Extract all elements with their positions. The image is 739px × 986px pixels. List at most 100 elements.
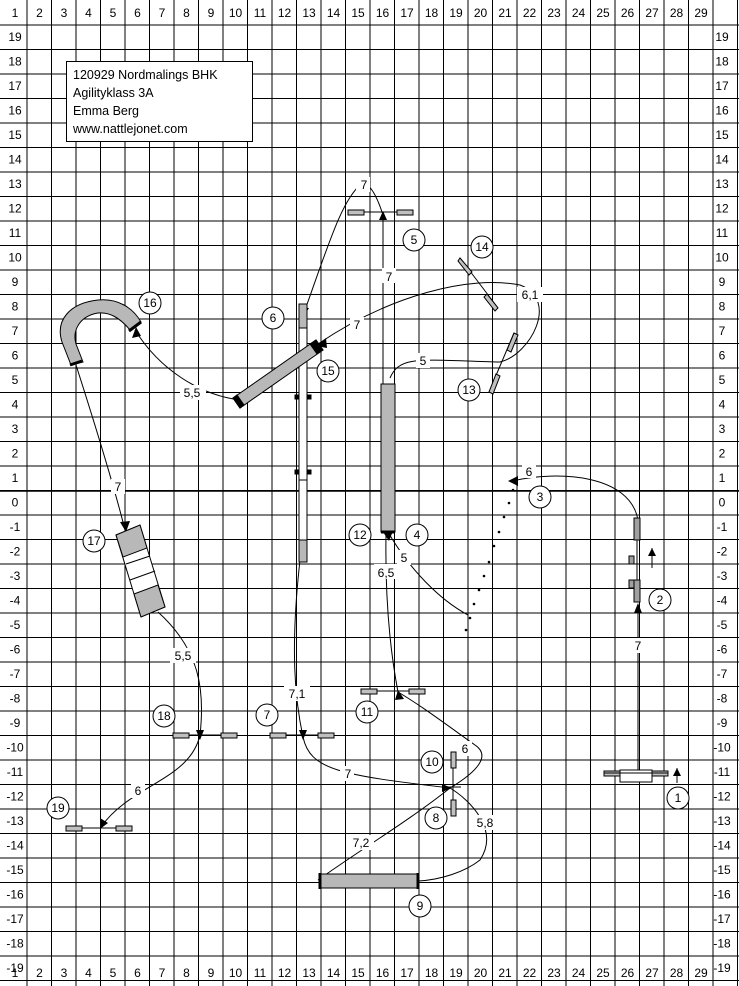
- obstacle-number: 19: [46, 796, 70, 820]
- column-label-top: 15: [351, 6, 365, 20]
- column-label-bottom: 12: [278, 966, 292, 980]
- row-label-right: 9: [719, 275, 726, 289]
- row-label-left: -8: [10, 692, 21, 706]
- row-label-left: -11: [7, 765, 24, 779]
- tire-17: [115, 524, 166, 618]
- distance-label: 6: [526, 465, 533, 479]
- row-label-left: -4: [10, 594, 21, 608]
- column-label-top: 22: [523, 6, 537, 20]
- column-label-bottom: 24: [572, 966, 586, 980]
- obstacle-number: 18: [152, 704, 176, 728]
- column-label-top: 28: [670, 6, 684, 20]
- jump-5: [347, 209, 414, 216]
- row-label-left: -19: [6, 961, 24, 975]
- distance-label: 7: [115, 480, 122, 494]
- obstacle-number: 10: [420, 750, 444, 774]
- column-label-bottom: 27: [645, 966, 659, 980]
- equipment: [59, 209, 669, 889]
- row-label-right: 15: [715, 128, 729, 142]
- column-label-bottom: 26: [621, 966, 635, 980]
- column-label-top: 16: [376, 6, 390, 20]
- course-info-box: 120929 Nordmalings BHK Agilityklass 3A E…: [66, 61, 253, 142]
- row-label-right: 14: [715, 153, 729, 167]
- jump-14: [457, 257, 499, 312]
- column-label-top: 21: [498, 6, 512, 20]
- row-label-left: -3: [10, 569, 21, 583]
- grid-labels: 1122334455667788991010111112121313141415…: [6, 6, 731, 980]
- column-label-bottom: 28: [670, 966, 684, 980]
- distance-label: 7: [386, 270, 393, 284]
- obstacle-numbers: 1 2 3 4 5 6 7 8 9 10 11 12 13 14 15 16 1…: [46, 228, 690, 918]
- column-label-bottom: 9: [208, 966, 215, 980]
- column-label-top: 24: [572, 6, 586, 20]
- row-label-left: -7: [10, 667, 21, 681]
- column-label-top: 23: [547, 6, 561, 20]
- distance-label: 6: [135, 784, 142, 798]
- row-label-right: 1: [719, 471, 726, 485]
- course-path: [75, 182, 678, 882]
- obstacle-number: 11: [355, 700, 379, 724]
- row-label-right: -7: [717, 667, 728, 681]
- row-label-right: 7: [719, 324, 726, 338]
- svg-text:14: 14: [475, 240, 489, 254]
- row-label-left: -2: [10, 545, 21, 559]
- column-label-top: 19: [449, 6, 463, 20]
- row-label-right: 5: [719, 373, 726, 387]
- obstacle-number: 7: [255, 703, 279, 727]
- row-label-left: -14: [6, 839, 24, 853]
- column-label-bottom: 21: [498, 966, 512, 980]
- column-label-top: 12: [278, 6, 292, 20]
- obstacle-number: 9: [408, 894, 432, 918]
- tunnel-4-12: [380, 383, 396, 533]
- row-label-right: -18: [713, 937, 731, 951]
- distance-label: 7,2: [353, 836, 370, 850]
- row-label-left: -9: [10, 716, 21, 730]
- row-label-left: 3: [12, 422, 19, 436]
- course-judge: Emma Berg: [73, 104, 139, 118]
- obstacle-number: 12: [348, 523, 372, 547]
- column-label-bottom: 10: [229, 966, 243, 980]
- row-label-right: 3: [719, 422, 726, 436]
- svg-text:17: 17: [87, 534, 101, 548]
- row-label-right: 0: [719, 496, 726, 510]
- svg-text:5: 5: [411, 233, 418, 247]
- row-label-left: 14: [8, 153, 22, 167]
- row-label-right: -8: [717, 692, 728, 706]
- row-label-right: 19: [715, 30, 729, 44]
- column-label-top: 2: [36, 6, 43, 20]
- svg-text:4: 4: [414, 528, 421, 542]
- row-label-right: -15: [713, 863, 731, 877]
- svg-text:13: 13: [462, 383, 476, 397]
- row-label-left: 19: [8, 30, 22, 44]
- column-label-bottom: 20: [474, 966, 488, 980]
- row-label-right: 8: [719, 300, 726, 314]
- course-date-club: 120929 Nordmalings BHK: [73, 68, 218, 82]
- row-label-right: -5: [717, 618, 728, 632]
- obstacle-number: 8: [424, 806, 448, 830]
- column-label-bottom: 23: [547, 966, 561, 980]
- jump-8-10: [445, 751, 461, 817]
- column-label-bottom: 17: [400, 966, 414, 980]
- column-label-top: 10: [229, 6, 243, 20]
- svg-text:7: 7: [264, 708, 271, 722]
- jump-7: [269, 732, 335, 739]
- distance-label: 6,1: [522, 288, 539, 302]
- jump-13: [488, 332, 519, 395]
- row-label-left: 11: [9, 226, 22, 240]
- column-label-top: 8: [183, 6, 190, 20]
- column-label-top: 27: [645, 6, 659, 20]
- column-label-top: 7: [159, 6, 166, 20]
- row-label-left: 5: [12, 373, 19, 387]
- obstacle-number: 14: [470, 235, 494, 259]
- obstacle-number: 17: [82, 529, 106, 553]
- obstacle-number: 5: [402, 228, 426, 252]
- row-label-right: -9: [717, 716, 728, 730]
- obstacle-number: 3: [528, 485, 552, 509]
- obstacle-number: 13: [457, 378, 481, 402]
- svg-text:18: 18: [157, 709, 171, 723]
- column-label-bottom: 14: [327, 966, 341, 980]
- distance-label: 7: [354, 318, 361, 332]
- column-label-bottom: 18: [425, 966, 439, 980]
- row-label-left: 7: [12, 324, 19, 338]
- column-label-bottom: 11: [254, 966, 267, 980]
